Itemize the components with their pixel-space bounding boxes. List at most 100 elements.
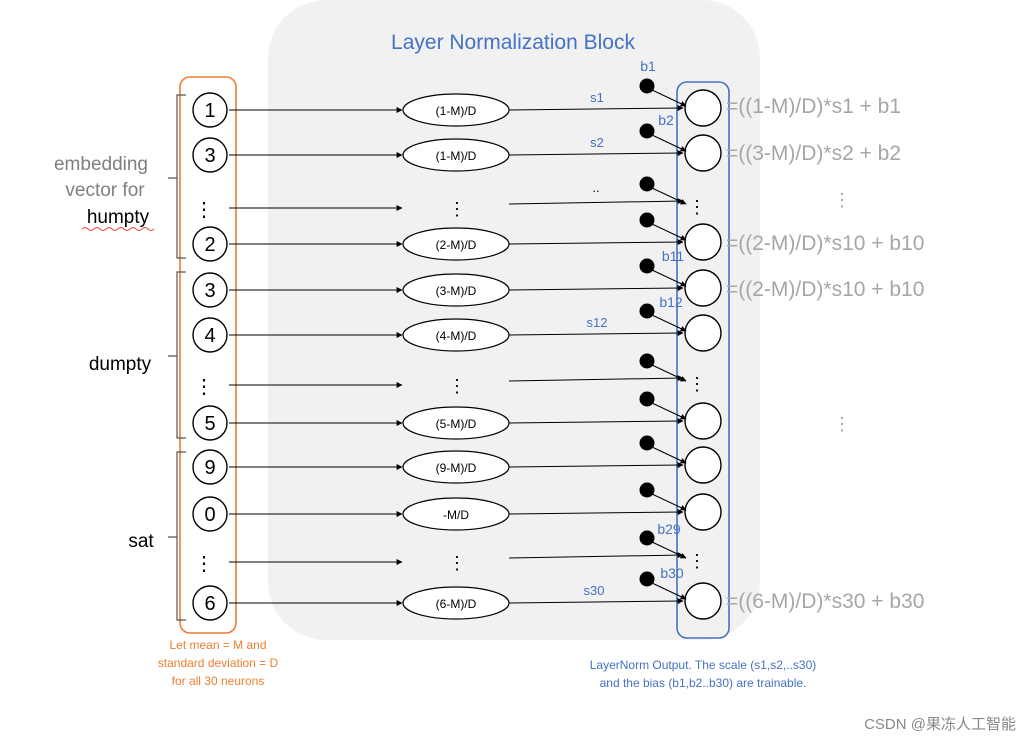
neuron-row: ⋮⋮⋮ <box>194 353 706 398</box>
mean-std-note: Let mean = M and <box>169 638 266 652</box>
input-neuron <box>192 496 228 532</box>
bias-label: b29 <box>657 521 681 537</box>
output-neuron <box>684 402 722 440</box>
neuron-row: ⋮⋮⋮ <box>194 176 706 221</box>
bias-dot <box>639 482 655 498</box>
word-label-vector-for: vector for <box>65 180 145 201</box>
normalization-block <box>268 0 760 640</box>
input-neuron <box>192 449 228 485</box>
bias-label: b1 <box>640 58 656 74</box>
bias-label: b30 <box>660 565 684 581</box>
output-vector-box <box>676 81 730 639</box>
embedding-vector-box <box>179 76 237 634</box>
input-value: 4 <box>204 325 215 347</box>
scale-label: s12 <box>587 315 608 330</box>
output-neuron <box>684 582 722 620</box>
scale-arrow <box>508 598 684 605</box>
bias-dot <box>639 435 655 451</box>
input-neuron <box>192 317 228 353</box>
neuron-row: 3(1-M)/D <box>192 123 722 173</box>
input-value: 3 <box>204 280 215 302</box>
input-neuron <box>192 585 228 621</box>
scale-label: s1 <box>590 90 604 105</box>
neuron-row: ⋮ ⋮ ⋮ <box>194 530 706 575</box>
scale-label: s2 <box>590 135 604 150</box>
formula-ellipsis: ⋮ <box>833 190 851 210</box>
input-value: 3 <box>204 145 215 167</box>
bias-arrow <box>651 541 687 559</box>
normalization-label: (5-M)/D <box>436 417 477 431</box>
output-ellipsis: ⋮ <box>688 551 706 571</box>
normalization-label: (9-M)/D <box>436 461 477 475</box>
normalization-ellipsis: ⋮ <box>448 376 466 396</box>
output-formula: =((1-M)/D)*s1 + b1 <box>726 95 901 118</box>
bias-arrow <box>651 269 687 287</box>
bias-label: b11 <box>662 248 685 264</box>
word-label-sat: sat <box>128 531 154 552</box>
normalization-ellipsis: ⋮ <box>448 553 466 573</box>
bias-dot <box>639 530 655 546</box>
bias-arrow <box>651 89 687 107</box>
input-neuron <box>192 226 228 262</box>
input-ellipsis: ⋮ <box>194 553 214 575</box>
bias-arrow <box>651 493 687 511</box>
bias-arrow <box>651 446 687 464</box>
scale-label: s30 <box>584 583 605 598</box>
output-formula: =((3-M)/D)*s2 + b2 <box>726 142 901 165</box>
bias-dot <box>639 571 655 587</box>
normalization-label: (2-M)/D <box>436 238 477 252</box>
word-label-embedding: embedding <box>54 154 148 175</box>
normalization-label: (4-M)/D <box>436 329 477 343</box>
bias-arrow <box>651 187 687 205</box>
output-ellipsis: ⋮ <box>688 197 706 217</box>
bias-dot <box>639 212 655 228</box>
bias-arrow <box>651 223 687 241</box>
mean-std-note: standard deviation = D <box>158 656 279 670</box>
scale-arrow <box>508 239 684 246</box>
input-ellipsis: ⋮ <box>194 376 214 398</box>
trainable-note: and the bias (b1,b2..b30) are trainable. <box>600 676 807 690</box>
spellcheck-underline <box>81 227 155 231</box>
scale-arrow <box>508 105 684 112</box>
normalization-label: (3-M)/D <box>436 284 477 298</box>
input-value: 5 <box>204 413 215 435</box>
scale-arrow <box>508 418 684 425</box>
neuron-row: 1(1-M)/D <box>192 78 722 128</box>
neuron-row: 3 (3-M)/D <box>192 258 722 308</box>
scale-arrow <box>508 198 684 205</box>
bias-arrow <box>651 314 687 332</box>
scale-arrow <box>508 285 684 292</box>
word-brackets <box>168 94 186 621</box>
output-formula: =((2-M)/D)*s10 + b10 <box>726 232 924 255</box>
word-label-humpty: humpty <box>87 207 150 228</box>
formula-ellipsis: ⋮ <box>833 414 851 434</box>
scale-arrow <box>508 552 684 559</box>
bias-dot <box>639 258 655 274</box>
normalization-ellipsis: ⋮ <box>448 199 466 219</box>
neuron-row: 6(6-M)/D <box>192 571 722 621</box>
input-value: 1 <box>204 100 215 122</box>
normalization-label: (6-M)/D <box>436 597 477 611</box>
input-neuron <box>192 405 228 441</box>
scale-label: .. <box>592 180 599 195</box>
neuron-row: 0-M/D <box>192 482 722 532</box>
bias-arrow <box>651 364 687 382</box>
output-neuron <box>684 269 722 307</box>
input-neuron <box>192 92 228 128</box>
block-title: Layer Normalization Block <box>391 31 635 54</box>
neuron-row: 4 (4-M)/D <box>192 303 722 353</box>
scale-arrow <box>508 462 684 469</box>
bias-dot <box>639 353 655 369</box>
bias-label: b12 <box>659 294 683 310</box>
output-neuron <box>684 314 722 352</box>
bias-dot <box>639 78 655 94</box>
input-neuron <box>192 137 228 173</box>
bias-arrow <box>651 582 687 600</box>
output-neuron <box>684 223 722 261</box>
bias-dot <box>639 303 655 319</box>
neuron-row: 9(9-M)/D <box>192 435 722 485</box>
bias-arrow <box>651 134 687 152</box>
normalization-label: -M/D <box>443 508 469 522</box>
neuron-row: 2(2-M)/D <box>192 212 722 262</box>
